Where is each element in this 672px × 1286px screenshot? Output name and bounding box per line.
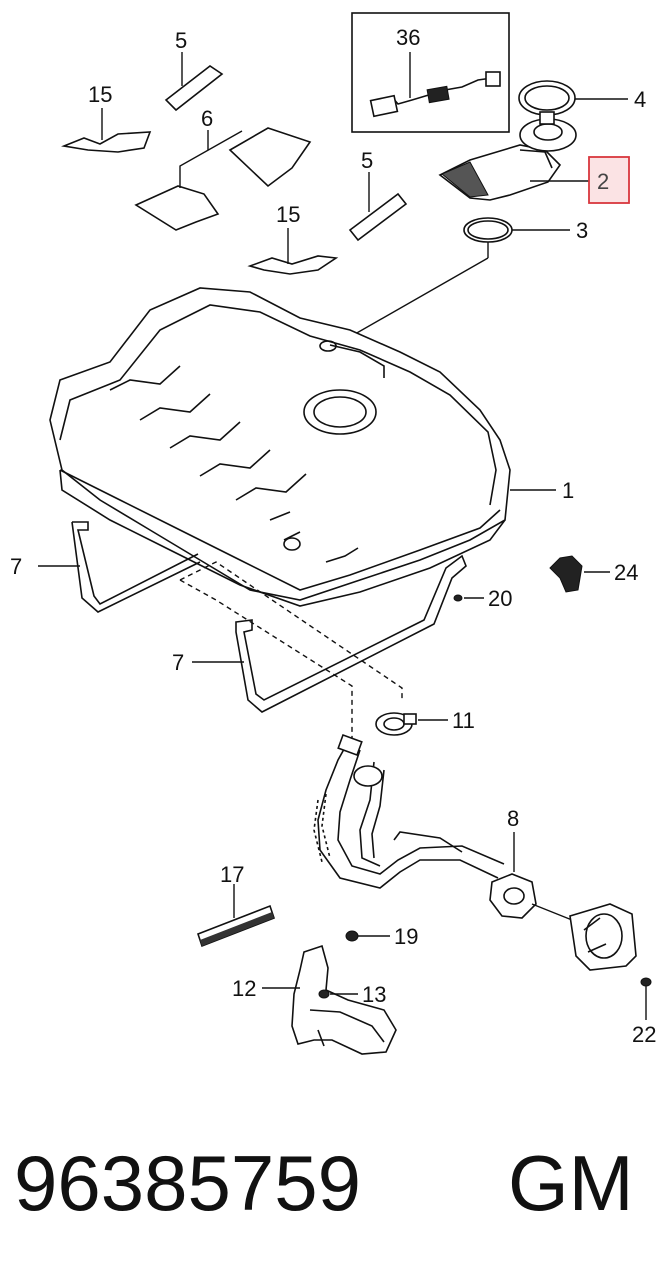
part-12-shield: 12 <box>232 944 397 1055</box>
part-17-strip: 17 <box>197 862 275 948</box>
part-8-filler-housing: 8 <box>489 806 573 921</box>
callout-22: 22 <box>632 1022 656 1047</box>
part-5-pad-upper: 5 <box>164 28 224 112</box>
callout-15-lower: 15 <box>276 202 300 227</box>
callout-11: 11 <box>452 708 475 733</box>
callout-36: 36 <box>396 25 420 50</box>
part-4-lock-ring: 4 <box>518 80 646 116</box>
callout-2: 2 <box>597 169 609 194</box>
callout-24: 24 <box>614 560 638 585</box>
part-15-pad-upper: 15 <box>61 82 152 153</box>
callout-13: 13 <box>362 982 386 1007</box>
callout-2-highlight-box <box>588 156 630 204</box>
part-5-pad-lower: 5 <box>348 148 408 242</box>
part-20-bolt: 20 <box>453 586 512 611</box>
callout-4: 4 <box>634 87 646 112</box>
part-36-fuel-sender-harness: 36 <box>351 12 510 133</box>
callout-5-lower: 5 <box>361 148 373 173</box>
brand-name: GM <box>508 1139 634 1227</box>
part-24-clip: 24 <box>549 555 638 593</box>
callout-19: 19 <box>394 924 418 949</box>
callout-5-upper: 5 <box>175 28 187 53</box>
part-13-nut: 13 <box>318 982 386 1007</box>
callout-17: 17 <box>220 862 244 887</box>
part-7-strap-rear: 7 <box>172 554 467 713</box>
part-19-bolt: 19 <box>345 924 418 949</box>
callout-15-upper: 15 <box>88 82 112 107</box>
callout-6: 6 <box>201 106 213 131</box>
callout-8: 8 <box>507 806 519 831</box>
callout-3: 3 <box>576 218 588 243</box>
part-7-strap-front: 7 <box>10 521 201 613</box>
callout-7-upper: 7 <box>10 554 22 579</box>
callout-1: 1 <box>562 478 574 503</box>
callout-12: 12 <box>232 976 256 1001</box>
part-number: 96385759 <box>14 1139 361 1227</box>
part-22-fuel-door: 22 <box>569 903 656 1047</box>
fuel-filler-neck <box>313 733 505 889</box>
part-2-fuel-pump-module: 2 <box>438 111 630 204</box>
part-15-pad-lower: 15 <box>247 202 339 275</box>
part-6-tank-pads: 6 <box>134 106 312 231</box>
callout-20: 20 <box>488 586 512 611</box>
part-11-clamp: 11 <box>375 708 475 736</box>
callout-7-lower: 7 <box>172 650 184 675</box>
part-1-fuel-tank: 1 <box>49 287 574 607</box>
